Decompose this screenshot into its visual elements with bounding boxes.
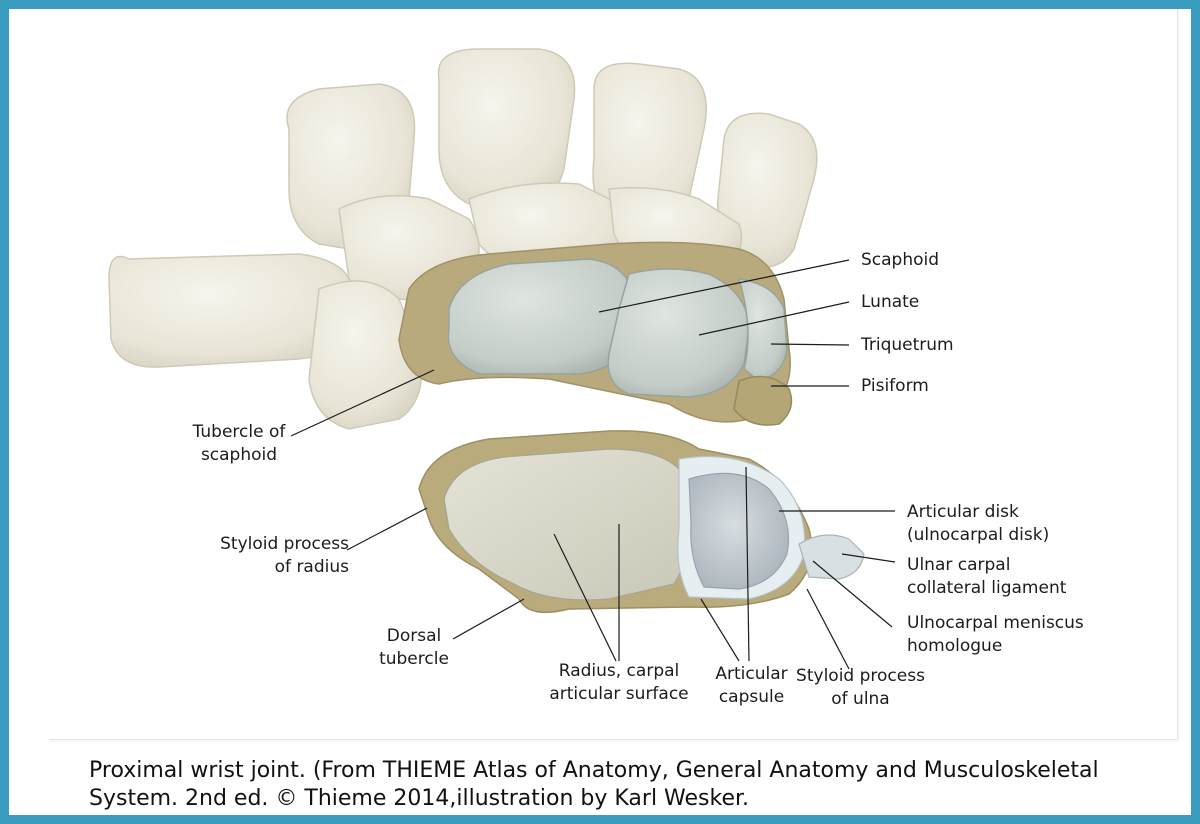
label-dorsal-tubercle-line1: Dorsal	[386, 626, 442, 646]
label-styloid-process-of-ulna: Styloid process of ulna	[793, 665, 928, 711]
label-scaphoid: Scaphoid	[861, 250, 940, 270]
scaphoid-surface	[447, 258, 635, 375]
label-radius-surface-line1: Radius, carpal	[558, 661, 680, 681]
figure-frame: Scaphoid Lunate Triquetrum Pisiform Tube…	[9, 9, 1191, 815]
label-styloid-radius-line2: of radius	[274, 557, 349, 577]
label-tubercle-of-scaphoid: Tubercle of scaphoid	[184, 421, 294, 467]
label-triquetrum: Triquetrum	[861, 335, 954, 355]
label-styloid-process-of-radius: Styloid process of radius	[189, 533, 349, 579]
label-lunate: Lunate	[861, 292, 920, 312]
leader-lines	[290, 259, 896, 670]
label-dorsal-tubercle-line2: tubercle	[379, 649, 449, 669]
label-articular-disk-line2: (ulnocarpal disk)	[907, 525, 1050, 545]
label-styloid-radius-line1: Styloid process	[220, 534, 349, 554]
label-radius-surface-line2: articular surface	[549, 684, 689, 704]
caption-line1: Proximal wrist joint. (From THIEME Atlas…	[89, 758, 1099, 783]
label-capsule-line1: Articular	[715, 664, 788, 684]
wrist-illustration	[108, 48, 896, 670]
label-meniscus-line1: Ulnocarpal meniscus	[907, 613, 1084, 633]
triquetrum-surface	[737, 278, 788, 382]
label-styloid-ulna-line1: Styloid process	[796, 666, 925, 686]
label-ulnar-collateral-line2: collateral ligament	[907, 578, 1067, 598]
label-tubercle-of-scaphoid-line2: scaphoid	[200, 445, 278, 465]
label-pisiform: Pisiform	[861, 376, 929, 396]
proximal-carpal-row	[447, 258, 793, 426]
label-meniscus-line2: homologue	[907, 636, 1003, 656]
label-radius-carpal-articular-surface: Radius, carpal articular surface	[544, 660, 694, 706]
label-articular-disk: Articular disk (ulnocarpal disk)	[907, 501, 1049, 547]
label-ulnar-collateral-line1: Ulnar carpal	[907, 555, 1011, 575]
illustration-panel: Scaphoid Lunate Triquetrum Pisiform Tube…	[49, 9, 1178, 740]
label-tubercle-of-scaphoid-line1: Tubercle of	[192, 422, 286, 442]
figure-caption: Proximal wrist joint. (From THIEME Atlas…	[89, 757, 1189, 813]
label-ulnar-carpal-collateral-ligament: Ulnar carpal collateral ligament	[907, 554, 1066, 600]
caption-line2: System. 2nd ed. © Thieme 2014,illustrati…	[89, 786, 750, 811]
label-ulnocarpal-meniscus-homologue: Ulnocarpal meniscus homologue	[907, 612, 1084, 658]
articular-disk-shape	[688, 472, 790, 590]
radius-articular-surface-shape	[443, 448, 691, 601]
label-capsule-line2: capsule	[718, 687, 785, 707]
pisiform-bone	[733, 375, 793, 426]
label-articular-disk-line1: Articular disk	[907, 502, 1019, 522]
lunate-surface	[607, 268, 750, 398]
ulnar-styloid-shape	[798, 534, 865, 580]
label-styloid-ulna-line2: of ulna	[831, 689, 890, 709]
label-dorsal-tubercle: Dorsal tubercle	[369, 625, 459, 671]
label-articular-capsule: Articular capsule	[704, 663, 799, 709]
